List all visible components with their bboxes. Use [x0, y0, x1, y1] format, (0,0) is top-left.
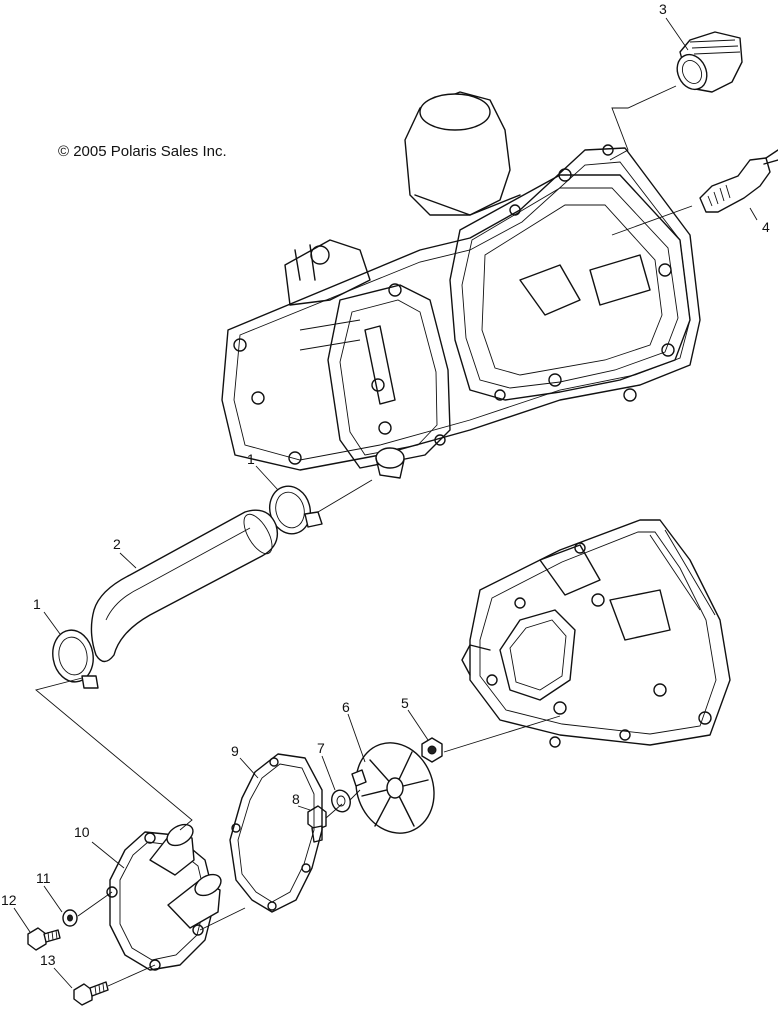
part-12-bolt — [27, 927, 61, 951]
part-1-clamp-lower — [52, 629, 99, 689]
part-4-sensor — [699, 149, 778, 213]
callout-12: 12 — [1, 892, 17, 908]
cylinder-head-illustration — [221, 91, 701, 479]
callout-8: 8 — [292, 791, 300, 807]
callout-2: 2 — [113, 536, 121, 552]
callout-1-upper: 1 — [247, 451, 255, 467]
part-3-fitting — [676, 31, 743, 93]
callout-13: 13 — [40, 952, 56, 968]
callout-11: 11 — [36, 870, 51, 886]
part-8-seal — [307, 805, 327, 843]
part-6-impeller — [351, 742, 435, 834]
callout-1-lower: 1 — [33, 596, 41, 612]
callout-5: 5 — [401, 695, 409, 711]
callout-7: 7 — [317, 740, 325, 756]
leader-lines — [13, 17, 758, 989]
part-11-washer — [62, 909, 78, 927]
crankcase-illustration — [461, 519, 731, 748]
callout-9: 9 — [231, 743, 239, 759]
part-7-washer — [331, 789, 351, 813]
copyright-notice: © 2005 Polaris Sales Inc. — [58, 143, 227, 160]
part-13-bolt — [73, 981, 109, 1006]
callout-4: 4 — [762, 219, 770, 235]
part-9-gasket — [229, 753, 323, 913]
part-2-hose — [90, 509, 279, 663]
callout-3: 3 — [659, 1, 667, 17]
part-1-clamp-upper — [269, 485, 323, 535]
callout-10: 10 — [74, 824, 90, 840]
callout-6: 6 — [342, 699, 350, 715]
part-5-nut — [421, 737, 443, 763]
part-10-pump-cover — [106, 823, 222, 971]
